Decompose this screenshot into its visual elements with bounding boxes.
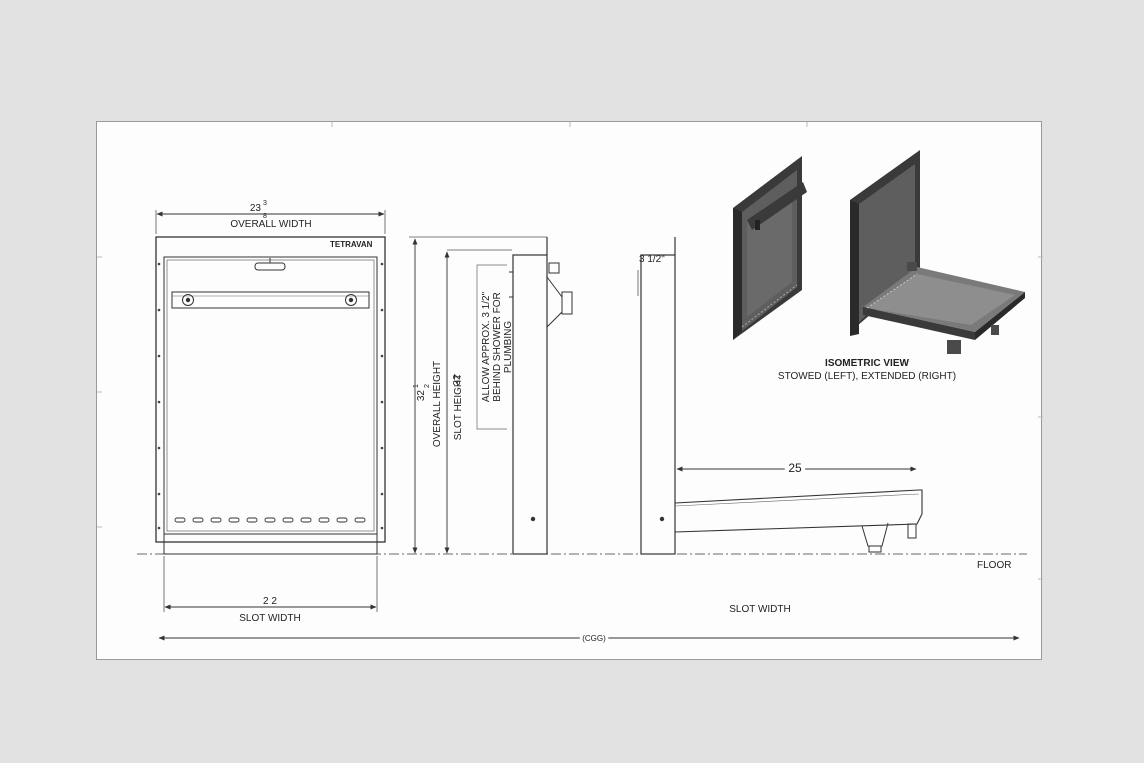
slot-height-label: SLOT HEIGHT [453,374,464,441]
front-handle [254,262,286,271]
floor-label: FLOOR [977,560,1011,571]
depth-value: 3 1/2" [639,254,665,265]
slot-width-label: SLOT WIDTH [239,613,300,624]
side-view-stowed: 32 1 2 OVERALL HEIGHT 32 SLOT HEIGHT ALL… [409,236,573,555]
plumbing-note-bracket [476,264,507,430]
isometric-extended [850,150,1025,354]
plumbing-note-line1: ALLOW APPROX. 3 1/2" [481,291,492,402]
overall-height-label: OVERALL HEIGHT [432,361,443,447]
extended-slot-width-label: SLOT WIDTH [729,604,790,615]
plumbing-note-line2: BEHIND SHOWER FOR [492,292,503,401]
overall-height-fraction-num: 1 [413,384,420,388]
isometric-stowed [733,156,807,340]
overall-width-fraction-num: 3 [263,200,267,207]
technical-drawing: FLOOR 23 3 8 OVERALL WIDTH TETRAVAN [97,122,1043,646]
front-view: 23 3 8 OVERALL WIDTH TETRAVAN [155,200,386,624]
overall-height-fraction-den: 2 [424,384,431,388]
drawing-sheet: FLOOR 23 3 8 OVERALL WIDTH TETRAVAN [96,121,1043,660]
bottom-dimension-label: (CGG) [582,634,606,643]
overall-width-fraction-den: 8 [263,213,267,220]
slot-height-value: 32 [452,374,463,386]
side-view-extended: 3 1/2" 25 SLOT WIDTH [637,237,923,615]
isometric-subtitle: STOWED (LEFT), EXTENDED (RIGHT) [778,371,956,382]
slot-width-value: 2 2 [263,596,277,607]
extension-value: 25 [788,461,802,475]
plumbing-note-line3: PLUMBING [503,321,514,373]
isometric-title: ISOMETRIC VIEW [825,358,909,369]
overall-width-label: OVERALL WIDTH [230,219,311,230]
extended-pan [674,489,923,533]
sheet-border-ticks [97,122,1043,580]
drain-slots [174,517,366,523]
brand-label: TETRAVAN [330,240,373,249]
front-cross-bar [171,291,370,309]
overall-height-value: 32 [416,390,427,402]
overall-width-value: 23 [250,203,262,214]
